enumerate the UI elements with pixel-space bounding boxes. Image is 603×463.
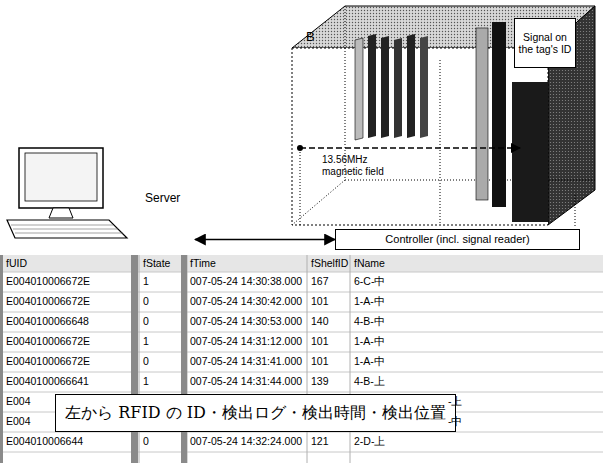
table-cell: 1 [143,275,149,287]
table-cell: E004 [6,395,31,407]
grid-line [0,312,603,313]
table-cell: E0040100066648 [6,315,89,327]
book [381,36,389,138]
table-cell: 101 [311,355,329,367]
key-row [15,233,123,234]
computer-icon [5,140,135,245]
table-cell: -中 [448,415,463,427]
divider [492,22,506,207]
controller-box: Controller (incl. signal reader) [335,229,580,250]
field-label: 13.56MHz magnetic field [322,154,404,177]
server-computer: Server [5,140,195,248]
table-cell: 007-05-24 14:31:44.000 [190,375,302,387]
table-cell: 1 [143,335,149,347]
table-cell: 1-A-中 [354,335,385,347]
node-text: Server [145,192,180,206]
key-row [13,229,118,230]
guide-line [575,195,576,228]
book [394,38,402,138]
housing-edge [345,6,346,180]
highlight-bar [0,255,3,463]
grid-line [0,352,603,353]
housing-edge [345,180,595,181]
book [368,34,376,138]
table-cell: 007-05-24 14:31:41.000 [190,355,302,367]
table-cell: 1-A-中 [354,355,385,367]
table-cell: 007-05-24 14:32:24.000 [190,435,302,447]
grid-line [0,372,603,373]
table-cell: 0 [143,355,149,367]
table-cell: 139 [311,375,329,387]
connector-arrow [195,239,335,241]
table-cell: E004010006644 [6,435,83,447]
table-cell: 1 [143,375,149,387]
table-cell: E0040100066641 [6,375,89,387]
field-dot [297,145,303,151]
table-header-ground [0,255,603,272]
grid-line [0,452,603,453]
table-cell: 007-05-24 14:30:53.000 [190,315,302,327]
node-text: 左から RFID の ID・検出ログ・検出時間・検出位置 [64,404,447,422]
guide-line [440,60,441,225]
grid-line [0,332,603,333]
table-cell: 1-A-中 [354,295,385,307]
screen [25,153,97,201]
table-cell: 007-05-24 14:31:12.000 [190,335,302,347]
table-cell: E004010006672E [6,335,90,347]
signal-callout: Signal on the tag's ID [514,18,576,68]
table-cell: 007-05-24 14:30:42.000 [190,295,302,307]
table-cell: 167 [311,275,329,287]
table-cell: 101 [311,335,329,347]
table-cell: E004010006672E [6,295,90,307]
part-letter: B [306,30,315,45]
caption-overlay: 左から RFID の ID・検出ログ・検出時間・検出位置 [55,394,456,432]
node-text: Signal on the tag's ID [518,31,572,55]
antenna-block [512,82,548,222]
table-cell: E004 [6,415,31,427]
book [407,34,415,138]
table-cell: 6-C-中 [354,275,385,287]
table-cell: 0 [143,315,149,327]
monitor-stand [49,208,73,218]
table-header: fTime [190,257,216,269]
divider [476,28,488,200]
table-cell: 2-D-上 [354,435,385,447]
table-cell: 101 [311,295,329,307]
table-cell: E004010006672E [6,275,90,287]
table-cell: 007-05-24 14:30:38.000 [190,275,302,287]
grid-line [0,292,603,293]
table-cell: 121 [311,435,329,447]
table-cell: 4-B-中 [354,315,385,327]
keyboard [7,220,127,238]
table-header: fUID [6,257,27,269]
table-header: fName [354,257,385,269]
book [355,38,363,140]
table-header: fShelfID [311,257,348,269]
table-cell: 0 [143,295,149,307]
table-cell: 4-B-上 [354,375,385,387]
table-cell: E004010006672E [6,355,90,367]
grid-line [0,272,603,273]
table-grid [0,255,603,463]
table-cell: 140 [311,315,329,327]
key-row [11,225,113,226]
table-header: fState [143,257,170,269]
monitor [19,148,103,208]
guide-line [300,152,301,225]
node-text: Controller (incl. signal reader) [339,233,576,246]
table-cell: 0 [143,435,149,447]
field-arrow [300,147,520,149]
grid-line [0,392,603,393]
book [420,36,428,138]
table-cell: -上 [448,395,463,407]
